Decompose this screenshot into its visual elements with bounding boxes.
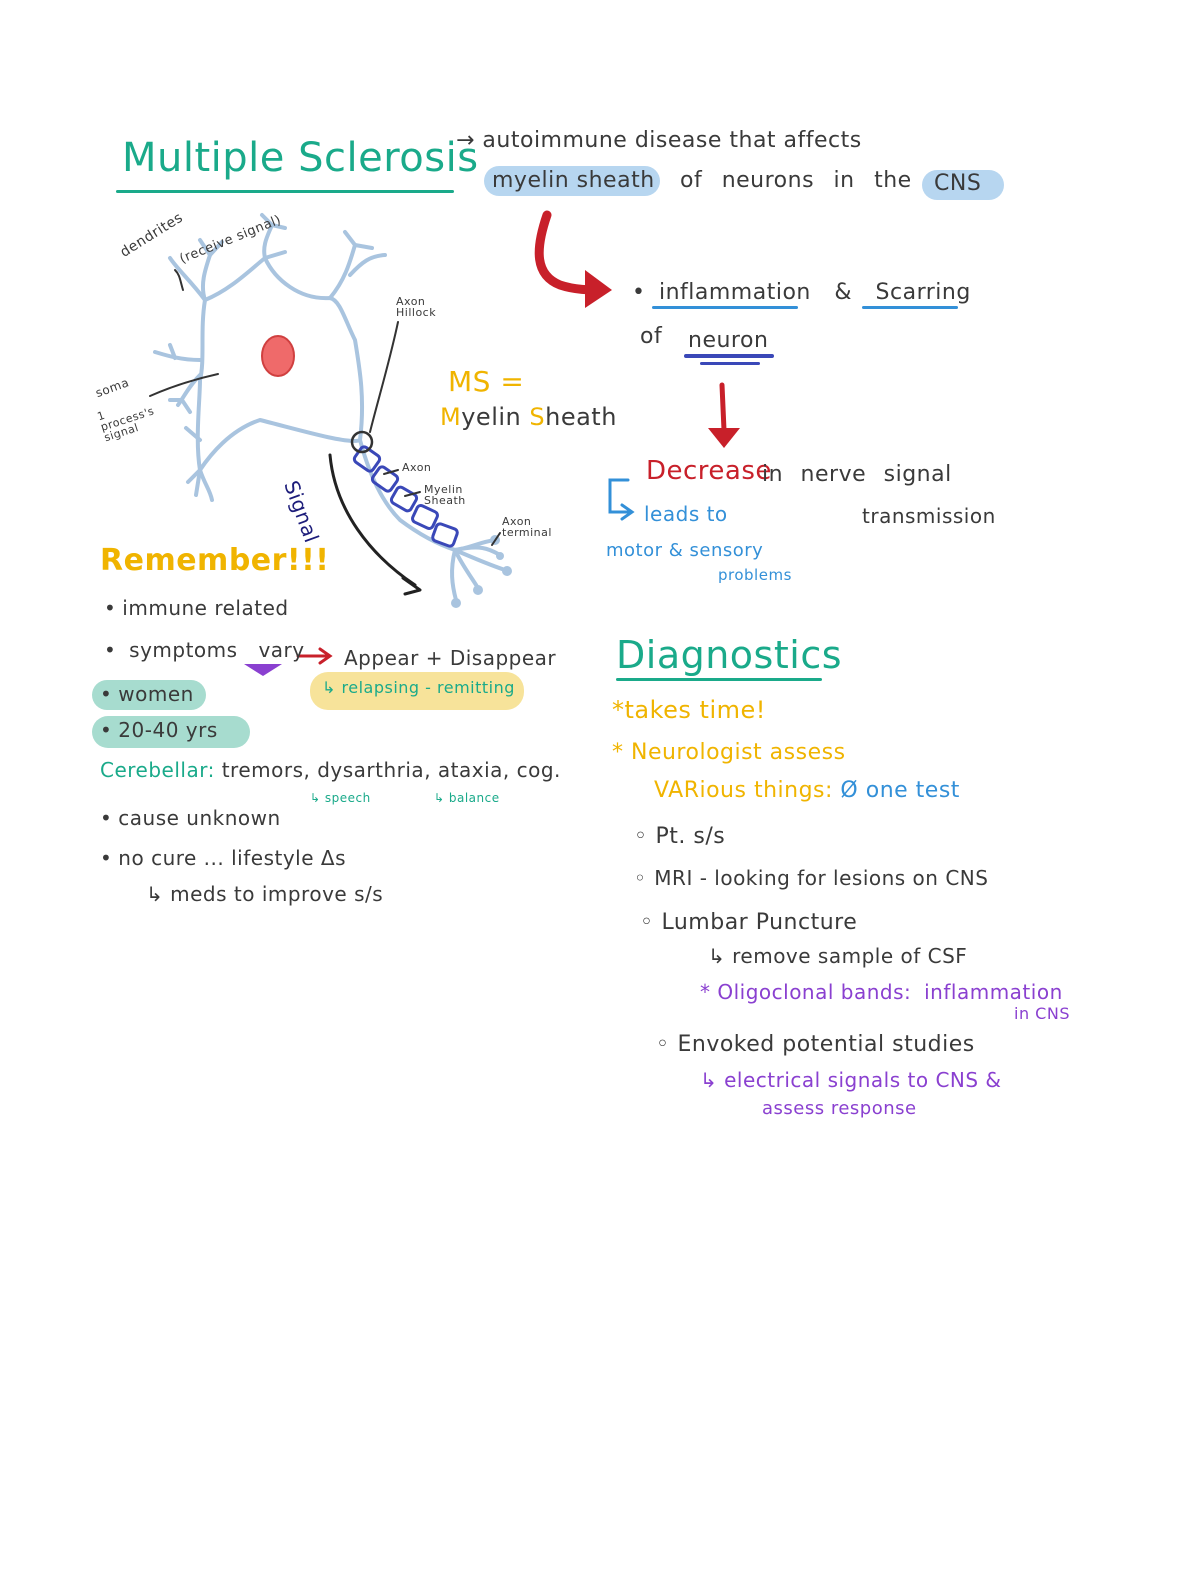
remember-women: women xyxy=(100,684,194,704)
cns-highlight xyxy=(922,170,1004,200)
remember-immune: immune related xyxy=(104,598,289,618)
definition-myelin: myelin sheath xyxy=(492,168,655,193)
remember-relapsing: ↳ relapsing - remitting xyxy=(322,678,515,697)
label-axon-hillock: Axon Hillock xyxy=(396,295,437,319)
flow-inflammation-row: inflammation & Scarring xyxy=(632,282,971,304)
nucleus-icon xyxy=(261,335,295,377)
diagnostics-electrical: ↳ electrical signals to CNS & xyxy=(700,1068,1002,1092)
remember-age: 20-40 yrs xyxy=(100,720,218,740)
label-axon-terminal: Axon terminal xyxy=(502,515,552,539)
flow-amp: & xyxy=(834,280,853,305)
diagnostics-in-cns: in CNS xyxy=(1014,1004,1070,1023)
ms-expansion: Myelin Sheath xyxy=(440,405,617,429)
diagnostics-oligo-inflam: inflammation xyxy=(924,980,1063,1004)
flow-neuron: neuron xyxy=(688,328,769,353)
signal-arrow-icon xyxy=(328,453,417,587)
remember-symptoms-row: symptoms vary xyxy=(104,640,305,660)
diagnostics-lumbar: Lumbar Puncture xyxy=(640,912,857,934)
label-axon: Axon xyxy=(402,461,432,474)
page-title: Multiple Sclerosis xyxy=(122,135,479,181)
flow-in-nerve: in nerve signal xyxy=(762,462,952,487)
diagnostics-assess: assess response xyxy=(762,1098,917,1119)
definition-line1: → autoimmune disease that affects xyxy=(456,128,862,153)
diagnostics-oligo: * Oligoclonal bands: xyxy=(700,980,912,1004)
flow-motor: motor & sensory xyxy=(606,540,764,561)
diagnostics-mri: MRI - looking for lesions on CNS xyxy=(634,868,988,888)
title-underline xyxy=(116,190,454,193)
ms-yelin: yelin xyxy=(461,403,522,431)
inflammation-underline xyxy=(652,306,798,309)
flow-problems: problems xyxy=(718,566,792,584)
remember-cure: no cure ... lifestyle Δs xyxy=(100,848,346,868)
remember-balance: ↳ balance xyxy=(434,791,500,805)
remember-appear: Appear + Disappear xyxy=(344,646,557,670)
flow-of: of xyxy=(640,324,663,349)
remember-cerebellar-items: tremors, dysarthria, ataxia, cog. xyxy=(221,758,561,782)
remember-vary: vary xyxy=(258,638,305,662)
ms-equals: MS = xyxy=(448,365,525,398)
label-myelin-sheath: Myelin Sheath xyxy=(424,483,466,507)
neuron-underline-2 xyxy=(700,362,760,365)
myelin-highlight xyxy=(484,166,660,196)
definition-cns: CNS xyxy=(934,171,982,196)
diagnostics-pt: Pt. s/s xyxy=(634,826,725,848)
diagnostics-various: VARious things: xyxy=(654,778,833,803)
ms-heath: heath xyxy=(545,403,617,431)
flow-transmission: transmission xyxy=(862,504,996,528)
remember-cerebellar-row: Cerebellar: tremors, dysarthria, ataxia,… xyxy=(100,760,561,780)
diagnostics-oligo-row: * Oligoclonal bands: inflammation xyxy=(700,982,1063,1002)
remember-cerebellar-label: Cerebellar: xyxy=(100,758,215,782)
diagnostics-heading: Diagnostics xyxy=(616,633,843,677)
flow-leads-to: leads to xyxy=(644,502,728,526)
remember-heading: Remember!!! xyxy=(100,543,330,578)
remember-symptoms: symptoms xyxy=(129,638,238,662)
diagnostics-takes-time: *takes time! xyxy=(612,696,766,724)
flow-decrease: Decrease xyxy=(646,456,772,486)
flow-scarring: Scarring xyxy=(875,280,971,305)
diagnostics-neuro: * Neurologist assess xyxy=(612,740,846,765)
diagnostics-evoked: Envoked potential studies xyxy=(656,1034,975,1056)
diagnostics-underline xyxy=(616,678,822,681)
ms-s: S xyxy=(529,403,546,431)
neuron-underline xyxy=(684,354,774,358)
flow-inflammation: inflammation xyxy=(658,280,811,305)
diagnostics-various-row: VARious things: Ø one test xyxy=(654,780,960,802)
remember-cause: cause unknown xyxy=(100,808,281,828)
relapsing-highlight xyxy=(310,672,524,710)
ms-m: M xyxy=(440,403,462,431)
remember-speech: ↳ speech xyxy=(310,791,371,805)
diagnostics-one-test: Ø one test xyxy=(840,778,960,803)
diagnostics-remove: ↳ remove sample of CSF xyxy=(708,944,968,968)
definition-mid: of neurons in the xyxy=(680,168,912,193)
remember-meds: ↳ meds to improve s/s xyxy=(146,882,384,906)
scarring-underline xyxy=(862,306,958,309)
